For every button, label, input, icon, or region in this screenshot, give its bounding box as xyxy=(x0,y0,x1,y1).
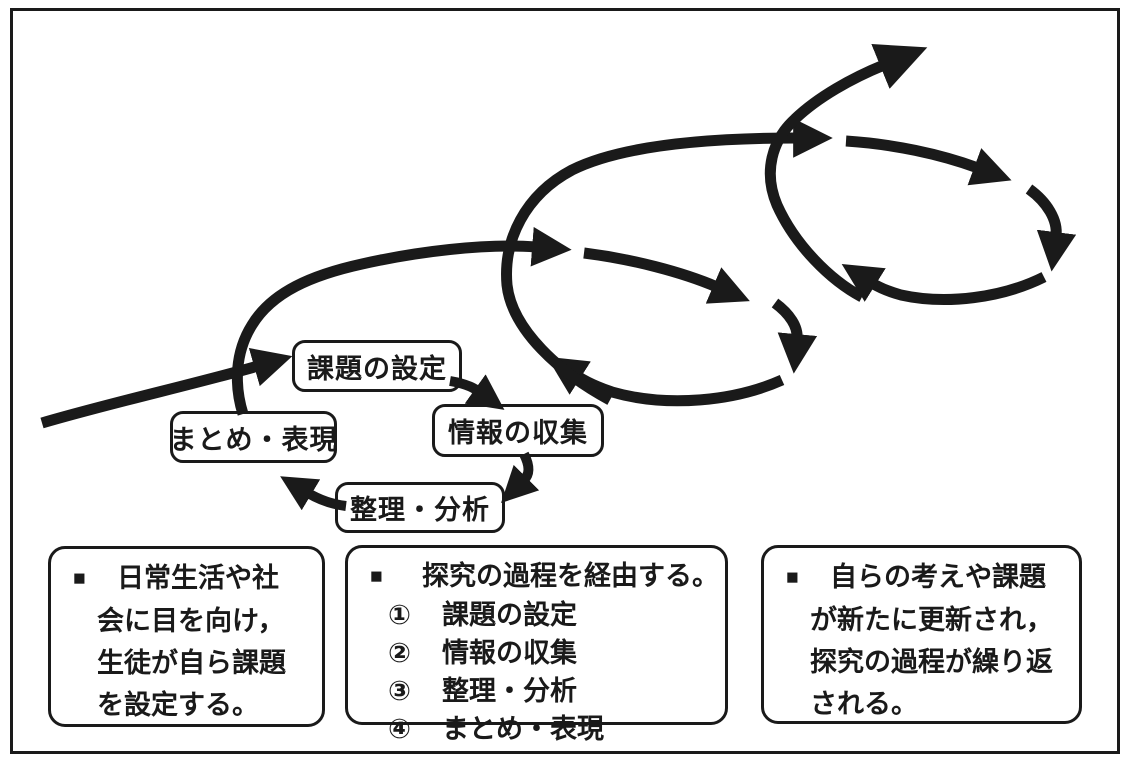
cycle-label: 課題の設定 xyxy=(307,353,447,384)
note-list-item: ② 情報の収集 xyxy=(348,634,719,672)
note-heading-line: ■ 探究の過程を経由する。 xyxy=(348,557,719,596)
note-box-right: ■ 自らの考えや課題 が新たに更新され， 探究の過程が繰り返 される。 xyxy=(761,545,1082,724)
note-list-item: ① 課題の設定 xyxy=(348,596,719,634)
note-box-center: ■ 探究の過程を経由する。 ① 課題の設定 ② 情報の収集 ③ 整理・分析 ④ まとめ・表… xyxy=(345,545,728,744)
square-bullet-icon: ■ xyxy=(73,567,86,590)
note-item-text: 整理・分析 xyxy=(442,676,577,706)
note-line: ■ 日常生活や社 xyxy=(51,557,316,600)
note-line: ■ 自らの考えや課題 xyxy=(764,556,1073,599)
cycle-label: 整理・分析 xyxy=(350,495,490,525)
note-line: が新たに更新され， xyxy=(810,605,1053,635)
note-line: 会に目を向け， xyxy=(97,606,285,636)
note-list-item: ③ 整理・分析 xyxy=(348,672,719,710)
square-bullet-icon: ■ xyxy=(370,565,383,588)
cycle-box-summarize-express: まとめ・表現 xyxy=(170,411,337,463)
cycle-label: まとめ・表現 xyxy=(169,424,338,455)
note-line: 生徒が自ら課題 xyxy=(97,648,286,678)
note-heading: 探究の過程を経由する。 xyxy=(422,561,719,591)
cycle-box-problem-setting: 課題の設定 xyxy=(292,340,462,392)
circled-number: ③ xyxy=(388,676,411,706)
note-box-left: ■ 日常生活や社 会に目を向け， 生徒が自ら課題 を設定する。 xyxy=(48,546,325,727)
cycle-box-organize-analyze: 整理・分析 xyxy=(335,482,505,533)
note-item-text: 情報の収集 xyxy=(442,638,577,668)
note-line: 探究の過程が繰り返 xyxy=(810,647,1053,677)
note-text: 自らの考えや課題 xyxy=(830,562,1046,592)
cycle-box-information-gathering: 情報の収集 xyxy=(432,404,604,457)
note-item-text: 課題の設定 xyxy=(442,600,577,630)
note-item-text: まとめ・表現 xyxy=(442,714,604,744)
square-bullet-icon: ■ xyxy=(786,566,799,589)
note-list-item: ④ まとめ・表現 xyxy=(348,710,719,748)
note-text: 日常生活や社 xyxy=(117,563,279,593)
circled-number: ④ xyxy=(388,714,411,744)
note-line: を設定する。 xyxy=(97,690,259,720)
cycle-label: 情報の収集 xyxy=(448,418,588,448)
circled-number: ② xyxy=(388,638,411,668)
note-line: される。 xyxy=(810,689,918,719)
circled-number: ① xyxy=(388,600,411,630)
